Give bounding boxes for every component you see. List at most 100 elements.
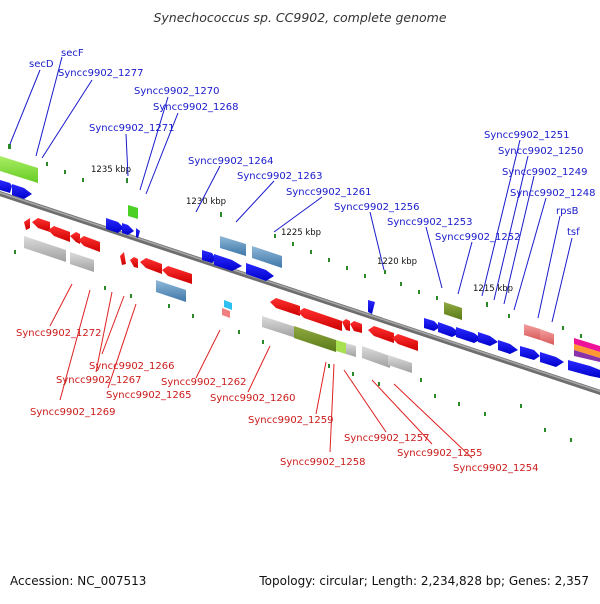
gene-label-bottom[interactable]: Syncc9902_1257 (344, 433, 430, 444)
gene-label-top[interactable]: Syncc9902_1251 (484, 130, 570, 141)
feature-box[interactable] (388, 355, 412, 373)
feature-box[interactable] (540, 329, 554, 345)
gene-arrow[interactable] (70, 232, 80, 244)
genome-backbone-highlight (0, 191, 600, 393)
feature-box[interactable] (156, 280, 186, 302)
scale-labels: 1235 kbp 1230 kbp 1225 kbp 1220 kbp 1215… (91, 165, 513, 294)
kbp-label: 1225 kbp (281, 228, 321, 238)
gene-arrow[interactable] (540, 352, 564, 367)
gene-arrow[interactable] (32, 218, 50, 232)
gene-label-top[interactable]: secF (61, 48, 84, 59)
feature-boxes (0, 156, 600, 373)
feature-box[interactable] (574, 350, 600, 362)
gene-label-bottom[interactable]: Syncc9902_1255 (397, 448, 483, 459)
gene-arrow[interactable] (120, 252, 126, 265)
gene-label-bottom[interactable]: Syncc9902_1259 (248, 415, 334, 426)
gene-arrow[interactable] (342, 319, 350, 331)
gene-label-top[interactable]: Syncc9902_1256 (334, 202, 420, 213)
feature-box[interactable] (220, 236, 246, 256)
gene-label-top[interactable]: Syncc9902_1264 (188, 156, 274, 167)
feature-box[interactable] (336, 340, 346, 354)
gene-label-bottom[interactable]: Syncc9902_1265 (106, 390, 192, 401)
gene-label-top[interactable]: Syncc9902_1253 (387, 217, 473, 228)
feature-box[interactable] (128, 205, 138, 219)
map-title: Synechococcus sp. CC9902, complete genom… (153, 10, 446, 25)
gene-arrow[interactable] (48, 226, 70, 242)
gene-arrow[interactable] (270, 298, 300, 316)
feature-box[interactable] (362, 346, 390, 368)
gene-arrow[interactable] (246, 263, 274, 281)
gene-label-top[interactable]: Syncc9902_1250 (498, 146, 584, 157)
gene-arrow[interactable] (106, 218, 124, 233)
gene-label-top[interactable]: Syncc9902_1248 (510, 188, 596, 199)
kbp-label: 1220 kbp (377, 257, 417, 267)
feature-box[interactable] (252, 246, 282, 268)
feature-box[interactable] (224, 300, 232, 310)
feature-box[interactable] (346, 343, 356, 357)
gene-arrow[interactable] (140, 258, 162, 274)
feature-box[interactable] (0, 156, 38, 183)
gene-arrow[interactable] (298, 308, 342, 331)
gene-arrow[interactable] (12, 184, 32, 199)
gene-label-top[interactable]: Syncc9902_1271 (89, 123, 175, 134)
feature-box[interactable] (444, 302, 462, 320)
gene-label-bottom[interactable]: Syncc9902_1266 (89, 361, 175, 372)
genome-summary-text: Topology: circular; Length: 2,234,828 bp… (258, 574, 589, 588)
kbp-label: 1215 kbp (473, 284, 513, 294)
feature-box[interactable] (524, 324, 540, 340)
feature-box[interactable] (294, 326, 336, 352)
gene-arrow[interactable] (214, 254, 242, 271)
feature-box[interactable] (70, 252, 94, 272)
genome-backbone (0, 191, 600, 395)
outer-tick-row (8, 144, 582, 338)
gene-arrow[interactable] (498, 340, 518, 354)
gene-label-bottom[interactable]: Syncc9902_1254 (453, 463, 539, 474)
gene-label-top[interactable]: Syncc9902_1252 (435, 232, 521, 243)
gene-arrow[interactable] (392, 334, 418, 351)
gene-label-top[interactable]: Syncc9902_1268 (153, 102, 239, 113)
gene-arrow[interactable] (130, 257, 138, 268)
gene-arrow[interactable] (350, 321, 362, 333)
gene-arrow[interactable] (0, 180, 12, 193)
gene-arrow[interactable] (24, 218, 30, 230)
gene-label-bottom[interactable]: Syncc9902_1272 (16, 328, 102, 339)
feature-box[interactable] (262, 316, 296, 338)
gene-label-top[interactable]: Syncc9902_1249 (502, 167, 588, 178)
gene-arrow[interactable] (424, 318, 440, 331)
kbp-label: 1230 kbp (186, 197, 226, 207)
gene-label-top[interactable]: rpsB (556, 206, 579, 217)
gene-arrow[interactable] (438, 322, 460, 337)
bottom-gene-labels: Syncc9902_1272 Syncc9902_1266 Syncc9902_… (16, 328, 539, 474)
gene-arrow[interactable] (520, 346, 540, 360)
accession-text: Accession: NC_007513 (10, 574, 146, 588)
gene-arrow[interactable] (202, 250, 216, 263)
gene-label-bottom[interactable]: Syncc9902_1260 (210, 393, 296, 404)
gene-label-bottom[interactable]: Syncc9902_1267 (56, 375, 142, 386)
feature-box[interactable] (222, 308, 230, 318)
forward-genes (0, 180, 600, 378)
gene-arrow[interactable] (568, 360, 600, 378)
feature-box[interactable] (574, 344, 600, 358)
gene-arrow[interactable] (456, 327, 482, 343)
gene-arrow[interactable] (368, 326, 394, 343)
gene-arrow[interactable] (136, 228, 140, 238)
gene-label-top[interactable]: Syncc9902_1263 (237, 171, 323, 182)
gene-label-top[interactable]: Syncc9902_1261 (286, 187, 372, 198)
gene-arrow[interactable] (478, 332, 498, 346)
gene-arrow[interactable] (368, 300, 375, 314)
feature-box[interactable] (24, 236, 66, 262)
gene-label-top[interactable]: tsf (567, 227, 580, 238)
reverse-genes (24, 218, 418, 351)
gene-label-top[interactable]: Syncc9902_1270 (134, 86, 220, 97)
gene-label-bottom[interactable]: Syncc9902_1269 (30, 407, 116, 418)
gene-label-top[interactable]: secD (29, 59, 54, 70)
gene-label-bottom[interactable]: Syncc9902_1262 (161, 377, 247, 388)
gene-arrow[interactable] (78, 236, 100, 252)
gene-label-bottom[interactable]: Syncc9902_1258 (280, 457, 366, 468)
gene-arrow[interactable] (162, 266, 192, 284)
gene-arrow[interactable] (122, 223, 134, 235)
feature-box[interactable] (574, 338, 600, 352)
gene-label-top[interactable]: Syncc9902_1277 (58, 68, 144, 79)
